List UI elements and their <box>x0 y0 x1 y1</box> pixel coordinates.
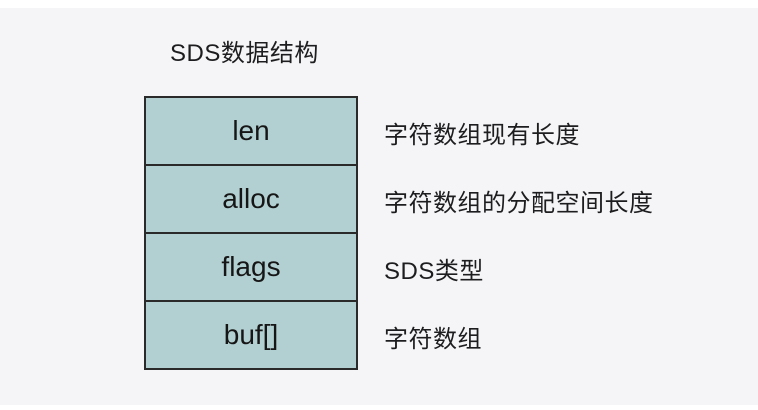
sds-struct-table: len alloc flags buf[] <box>144 96 358 370</box>
field-descriptions: 字符数组现有长度 字符数组的分配空间长度 SDS类型 字符数组 <box>384 98 654 370</box>
struct-cell-flags: flags <box>146 234 356 302</box>
desc-buf: 字符数组 <box>384 325 482 353</box>
diagram-title: SDS数据结构 <box>170 40 319 67</box>
desc-len: 字符数组现有长度 <box>384 121 580 149</box>
struct-cell-len: len <box>146 98 356 166</box>
struct-cell-buf: buf[] <box>146 302 356 368</box>
desc-flags: SDS类型 <box>384 257 484 285</box>
struct-cell-alloc: alloc <box>146 166 356 234</box>
desc-alloc: 字符数组的分配空间长度 <box>384 189 654 217</box>
diagram-background-band <box>0 8 758 405</box>
